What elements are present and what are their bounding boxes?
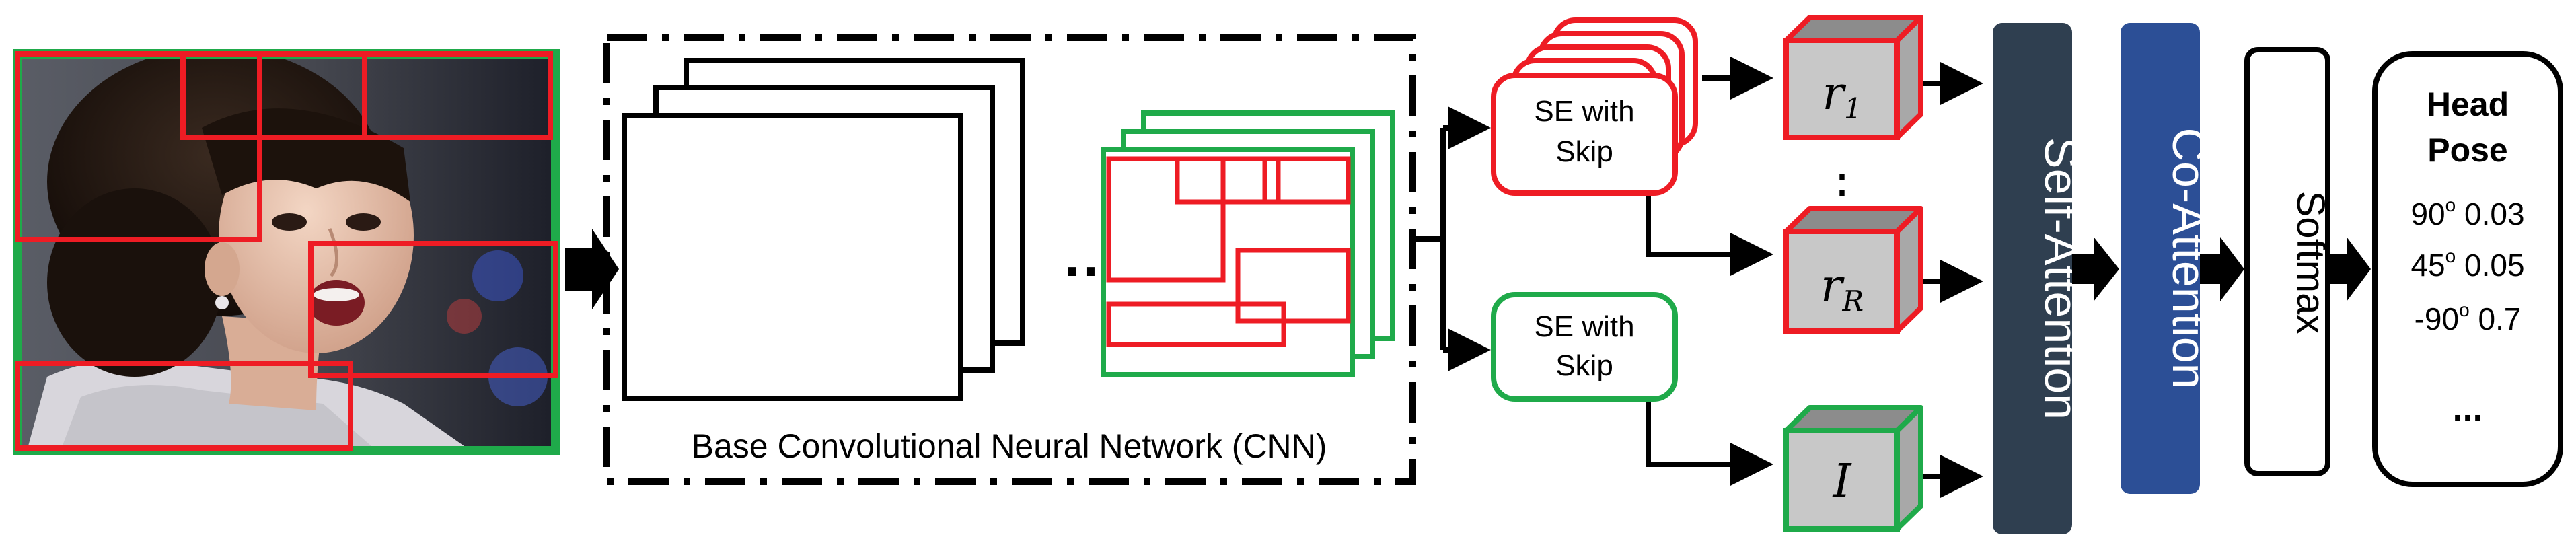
- head-pose-output: Head Pose 90o 0.03 45o 0.05 -90o 0.7 ...: [2372, 51, 2563, 487]
- cube-r1-sub: 1: [1844, 92, 1862, 125]
- feature-map-stack: [622, 58, 1025, 401]
- co-to-softmax-arrow: [2200, 237, 2244, 301]
- region-boxes: [15, 51, 558, 451]
- se-green-label-line1: SE with: [1534, 310, 1634, 343]
- input-face-image: [13, 49, 560, 455]
- cube-r1-base: r: [1822, 67, 1846, 120]
- output-row: 90o 0.03: [2411, 194, 2524, 231]
- se-red-label-line1: SE with: [1534, 95, 1634, 128]
- se-red-stack: SE with Skip: [1491, 17, 1698, 196]
- output-title-line2: Pose: [2427, 131, 2508, 169]
- output-row: -90o 0.7: [2415, 299, 2522, 336]
- svg-text:rR: rR: [1820, 260, 1864, 318]
- cnn-label: Base Convolutional Neural Network (CNN): [692, 427, 1327, 465]
- cube-r1: r1: [1783, 15, 1923, 140]
- cube-rR-base: r: [1820, 260, 1845, 313]
- co-attention-block: Co-Attention: [2121, 23, 2215, 494]
- cube-rR: rR: [1783, 206, 1923, 334]
- input-arrow: [565, 229, 619, 309]
- cube-I: I: [1783, 405, 1923, 532]
- connector-lines: [1413, 57, 1983, 498]
- cube-I-label: I: [1832, 455, 1852, 508]
- se-green-block: SE with Skip: [1491, 292, 1678, 402]
- output-more: ...: [2452, 388, 2482, 429]
- svg-text:r1: r1: [1822, 67, 1862, 125]
- se-red-block: [1491, 73, 1678, 196]
- cube-rR-sub: R: [1841, 285, 1864, 318]
- softmax-block: Softmax: [2244, 47, 2332, 476]
- se-green-label-line2: Skip: [1555, 349, 1613, 382]
- cnn-module: … Base Convolutional Neural Network (CNN…: [603, 34, 1416, 485]
- softmax-label: Softmax: [2289, 191, 2332, 334]
- softmax-to-output-arrow: [2328, 237, 2371, 301]
- output-row: 45o 0.05: [2411, 246, 2524, 283]
- region-feature-maps: [1101, 110, 1395, 377]
- se-red-label-line2: Skip: [1555, 135, 1613, 168]
- self-to-co-arrow: [2072, 237, 2119, 301]
- output-title-line1: Head: [2427, 85, 2509, 123]
